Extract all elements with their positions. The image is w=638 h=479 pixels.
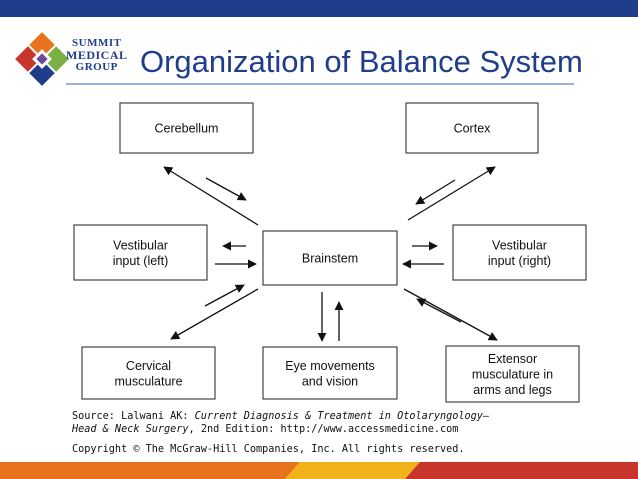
logo-wordmark: SUMMIT MEDICAL GROUP <box>66 37 128 73</box>
cerebellum-box <box>119 102 254 154</box>
vestibular-left-label-line-1: Vestibular <box>113 238 168 252</box>
extensor-label-line-2: musculature in <box>472 368 553 382</box>
caption-prefix: Source: Lalwani AK: <box>72 411 195 422</box>
arrow-extensor-to-brainstem <box>416 298 462 323</box>
arrow-brainstem-to-cerebellum <box>163 166 259 226</box>
bottom-stripe-bar <box>0 462 638 479</box>
logo-line-group: GROUP <box>75 61 118 73</box>
brainstem-label-line-1: Brainstem <box>302 252 358 266</box>
extensor-label-line-1: Extensor <box>488 352 537 366</box>
title-underline <box>66 83 574 85</box>
top-banner-bar <box>0 0 638 17</box>
vestibular-left-label-line-2: input (left) <box>113 254 169 268</box>
caption-line-1: Source: Lalwani AK: Current Diagnosis & … <box>72 411 489 424</box>
arrow-brainstem-to-cervical <box>170 288 259 340</box>
eye-box <box>262 346 398 400</box>
cervical-box <box>81 346 216 400</box>
extensor-label-line-3: arms and legs <box>473 383 552 397</box>
caption-copyright: Copyright © The McGraw-Hill Companies, I… <box>72 444 465 456</box>
caption-book-title-a: Current Diagnosis & Treatment in Otolary… <box>194 411 490 422</box>
cortex-label-line-1: Cortex <box>454 122 492 136</box>
vestibular-right-box <box>452 224 587 281</box>
cervical-label-line-2: musculature <box>114 374 182 388</box>
slide-title: Organization of Balance System <box>140 44 583 79</box>
arrow-cervical-to-brainstem <box>204 284 245 307</box>
eye-label-line-2: and vision <box>302 374 358 388</box>
brainstem-box <box>262 230 398 286</box>
arrow-cerebellum-to-brainstem <box>205 177 247 201</box>
cerebellum-label-line-1: Cerebellum <box>155 122 219 136</box>
logo-line-summit: SUMMIT <box>72 37 122 49</box>
arrow-brainstem-to-cortex <box>407 166 496 221</box>
arrow-cortex-to-brainstem <box>415 179 456 205</box>
eye-label-line-1: Eye movements <box>285 359 375 373</box>
caption-line-2: Head & Neck Surgery, 2nd Edition: http:/… <box>72 424 489 437</box>
vestibular-right-label-line-2: input (right) <box>488 254 551 268</box>
logo-line-medical: MEDICAL <box>66 48 128 62</box>
summit-medical-group-logo <box>15 32 69 86</box>
cortex-box <box>405 102 539 154</box>
extensor-box <box>445 345 580 403</box>
arrow-brainstem-to-extensor <box>403 288 498 341</box>
caption-book-title-b: Head & Neck Surgery <box>72 423 189 435</box>
cervical-label-line-1: Cervical <box>126 359 171 373</box>
vestibular-left-box <box>73 224 208 281</box>
vestibular-right-label-line-1: Vestibular <box>492 238 547 252</box>
source-caption: Source: Lalwani AK: Current Diagnosis & … <box>72 411 489 457</box>
caption-suffix: , 2nd Edition: http://www.accessmedicine… <box>188 423 459 435</box>
